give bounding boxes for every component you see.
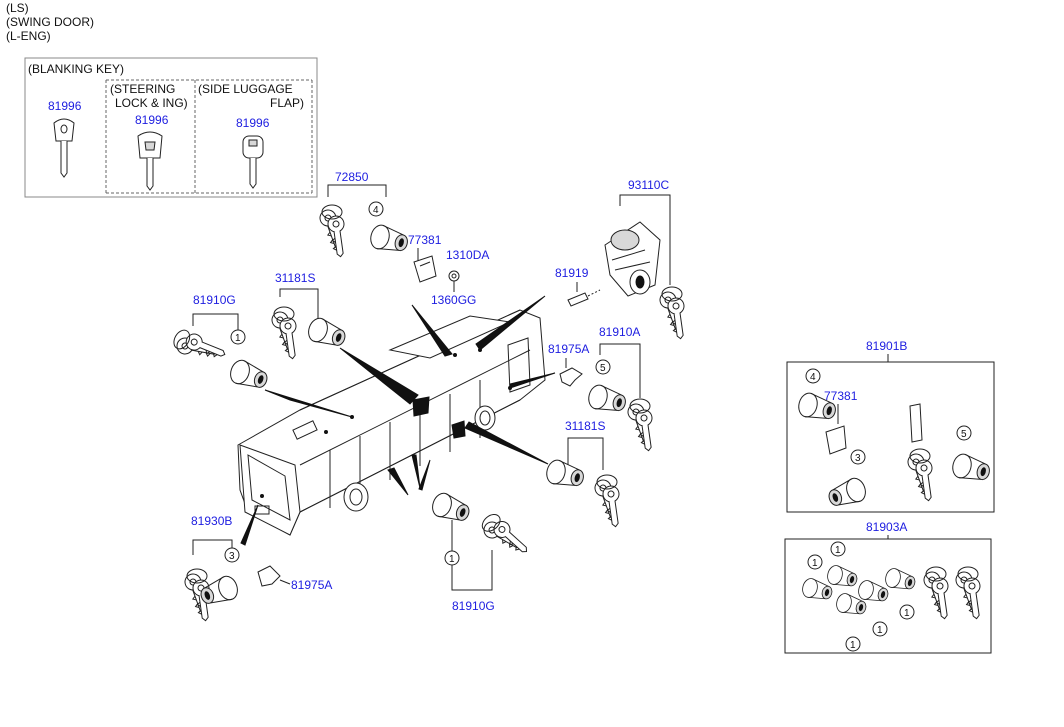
blank-key-icon [53, 118, 75, 178]
part-group-81910g-top: 81910G 1 [169, 293, 271, 394]
keys-81910a-icon [626, 399, 657, 452]
keys-box-g-icon [954, 567, 985, 620]
clip-81975a-right-icon [559, 358, 583, 387]
cylinder-box-b-icon [825, 563, 860, 591]
part-group-31181s-top: 31181S [270, 271, 349, 360]
clip-81975a-bottom-icon [257, 565, 291, 587]
keys-81910g-top-icon [169, 322, 230, 375]
steering-key-icon [137, 131, 163, 191]
part-81996-luggage[interactable]: 81996 [236, 116, 270, 130]
part-group-31181s-right: 31181S [543, 419, 624, 528]
keys-31181s-right-icon [593, 475, 624, 528]
bolt-81919-icon [567, 282, 601, 307]
header-line-ls: (LS) [6, 1, 29, 15]
part-81910a[interactable]: 81910A [599, 325, 640, 339]
cylinder-81910g-top-icon [226, 357, 271, 394]
cylinder-81910a-icon [585, 382, 629, 417]
cylinder-31181s-right-icon [543, 457, 587, 492]
bus-illustration [237, 295, 556, 546]
keys-box-tag-icon [906, 403, 937, 502]
part-81903a[interactable]: 81903A [866, 520, 907, 534]
part-81910g-top[interactable]: 81910G [193, 293, 236, 307]
callout-3-bottom: 3 [229, 551, 235, 562]
callout-1-bottom: 1 [449, 554, 455, 565]
header-line-l-eng: (L-ENG) [6, 29, 51, 43]
cylinder-box-e-icon [883, 566, 918, 594]
part-77381-box[interactable]: 77381 [824, 389, 858, 403]
callout-5-box: 5 [961, 429, 967, 440]
cylinder-72850-icon [367, 222, 411, 257]
callout-4-box: 4 [810, 372, 816, 383]
part-1360gg[interactable]: 1360GG [431, 293, 476, 307]
ignition-switch-icon [604, 221, 661, 297]
part-group-93110c: 93110C [604, 178, 689, 340]
part-1310da[interactable]: 1310DA [446, 248, 489, 262]
part-81975a-bottom[interactable]: 81975A [291, 578, 332, 592]
keys-box-f-icon [922, 567, 953, 620]
retainer-77381-icon [413, 248, 437, 283]
part-81975a-right[interactable]: 81975A [548, 342, 589, 356]
cylinder-31181s-top-icon [304, 315, 349, 352]
part-77381[interactable]: 77381 [408, 233, 442, 247]
callout-5-right: 5 [600, 363, 606, 374]
part-81901b[interactable]: 81901B [866, 339, 907, 353]
blanking-key-box: (BLANKING KEY) (STEERING LOCK & ING) (SI… [24, 57, 318, 198]
callout-3-box: 3 [855, 453, 861, 464]
luggage-key-icon [242, 135, 264, 189]
nut-icon [448, 270, 460, 292]
part-81996-steering[interactable]: 81996 [135, 113, 169, 127]
keys-81910g-bottom-icon [476, 507, 534, 567]
steering-lock-label-1: (STEERING [110, 82, 175, 96]
blanking-key-title: (BLANKING KEY) [28, 62, 124, 76]
part-31181s-top[interactable]: 31181S [275, 271, 315, 285]
cylinder-81910g-bottom-icon [428, 490, 473, 527]
part-box-81903a: 81903A 1 1 1 1 1 [784, 520, 992, 654]
cylinder-box-5-icon [949, 451, 993, 486]
keys-72850-icon [318, 205, 349, 258]
part-group-81910g-bottom: 81910G 1 [428, 490, 534, 613]
part-81910g-bottom[interactable]: 81910G [452, 599, 495, 613]
header-line-swing-door: (SWING DOOR) [6, 15, 94, 29]
cylinder-box-3-icon [825, 475, 870, 512]
part-31181s-right[interactable]: 31181S [565, 419, 605, 433]
part-81919[interactable]: 81919 [555, 266, 589, 280]
side-luggage-label-2: FLAP) [270, 96, 304, 110]
part-group-81930b: 81930B 3 [183, 514, 242, 622]
steering-lock-label-2: LOCK & ING) [115, 96, 188, 110]
part-93110c[interactable]: 93110C [628, 178, 669, 192]
part-box-81901b: 81901B 4 77381 3 5 [786, 339, 995, 513]
part-group-72850: 72850 4 [318, 170, 411, 258]
part-72850[interactable]: 72850 [335, 170, 369, 184]
callout-1-box-c: 1 [850, 640, 856, 651]
retainer-box-icon [825, 404, 847, 455]
side-luggage-label-1: (SIDE LUGGAGE [198, 82, 293, 96]
part-81930b[interactable]: 81930B [191, 514, 232, 528]
part-group-81910a: 81910A 5 [585, 325, 657, 452]
keys-31181s-top-icon [270, 307, 301, 360]
callout-1-box-d: 1 [877, 625, 883, 636]
keys-93110c-icon [658, 287, 689, 340]
part-81996-blank[interactable]: 81996 [48, 99, 82, 113]
callout-1-box-b: 1 [812, 558, 818, 569]
callout-1-top: 1 [235, 333, 241, 344]
callout-1-box-e: 1 [904, 608, 910, 619]
callout-1-box-a: 1 [835, 545, 841, 556]
callout-4-top: 4 [373, 205, 379, 216]
